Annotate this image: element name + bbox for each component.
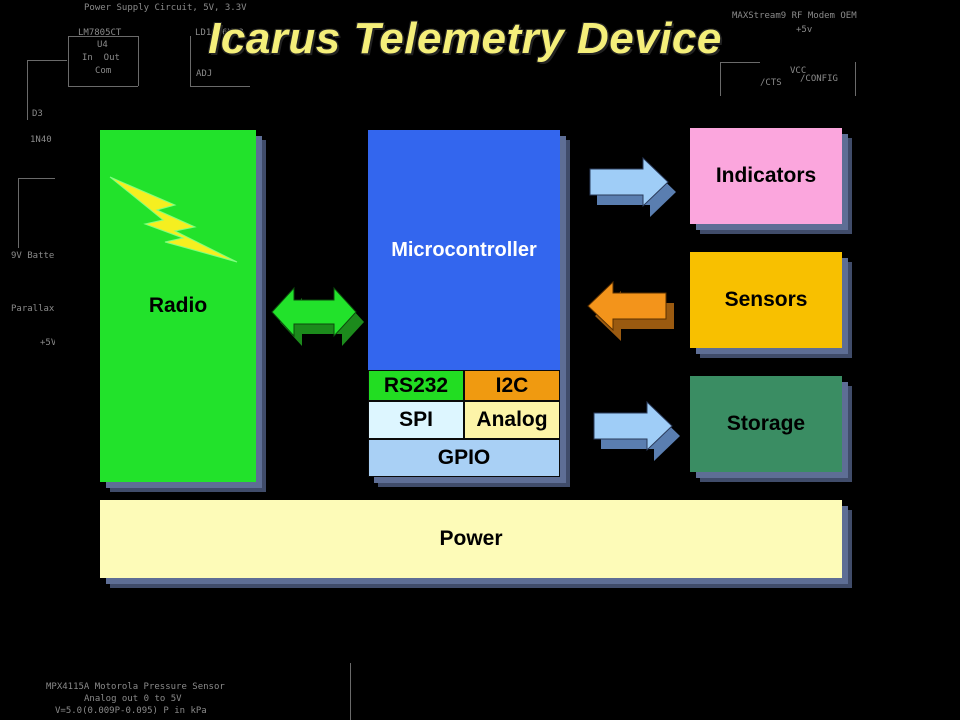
spi-label: SPI [399, 408, 433, 431]
microcontroller-block: Microcontroller [368, 130, 560, 370]
rs232-block: RS232 [368, 370, 464, 401]
indicators-label: Indicators [715, 164, 817, 187]
right-arrow-icon [589, 156, 676, 217]
schematic-parallax-label: Parallax [11, 304, 55, 314]
power-block: Power [100, 500, 842, 578]
schematic-wire [68, 36, 69, 86]
schematic-pressure-label-1: MPX4115A Motorola Pressure Sensor [46, 682, 225, 692]
schematic-wire [350, 662, 351, 720]
analog-block: Analog [464, 401, 560, 439]
right-arrow-icon [593, 400, 680, 461]
schematic-wire [190, 36, 191, 86]
schematic-battery-label: 9V Batte [11, 251, 55, 261]
schematic-pressure-label-3: V=5.0(0.009P-0.095) P in kPa [55, 706, 207, 716]
schematic-wire [27, 60, 28, 120]
schematic-modem-label: MAXStream9 RF Modem OEM [732, 11, 857, 21]
schematic-wire [855, 62, 856, 96]
schematic-config-label: /CONFIG [800, 74, 838, 84]
schematic-wire [138, 36, 139, 86]
schematic-ld-label: LD1086V33 [195, 28, 244, 38]
microcontroller-label: Microcontroller [391, 238, 537, 261]
schematic-power-label: Power Supply Circuit, 5V, 3.3V [84, 3, 247, 13]
left-arrow-icon [587, 280, 674, 341]
schematic-wire [27, 60, 67, 61]
indicators-block: Indicators [690, 128, 842, 224]
caption-line-2: Team Daedalus [401, 627, 534, 648]
sensors-block: Sensors [690, 252, 842, 348]
schematic-com-label: Com [95, 66, 112, 76]
schematic-lm7805-label: LM7805CT [78, 28, 122, 38]
schematic-cts-label: /CTS [760, 78, 782, 88]
schematic-inout-label: In Out [82, 53, 120, 63]
diagram-caption: Icarus III Telemetry System – Collapsed … [55, 602, 880, 650]
storage-block: Storage [690, 376, 842, 472]
schematic-d3-label: D3 [32, 109, 43, 119]
schematic-wire [720, 62, 721, 96]
schematic-u4-label: U4 [97, 40, 108, 50]
i2c-label: I2C [495, 373, 529, 397]
schematic-wire [68, 36, 138, 37]
schematic-wire [190, 86, 250, 87]
radio-label: Radio [148, 294, 208, 317]
schematic-wire [18, 178, 19, 248]
lightning-icon [109, 176, 238, 263]
storage-label: Storage [726, 412, 806, 435]
gpio-label: GPIO [437, 446, 491, 469]
schematic-plus5-label: +5V [40, 338, 57, 348]
schematic-vcc-label: VCC [790, 66, 807, 76]
gpio-block: GPIO [368, 439, 560, 477]
schematic-diode-label: 1N40 [30, 135, 52, 145]
sensors-label: Sensors [724, 288, 808, 311]
i2c-block: I2C [464, 370, 560, 401]
double-arrow-icon [271, 286, 364, 346]
schematic-plus5v-label: +5v [796, 25, 813, 35]
power-label: Power [439, 527, 503, 550]
page-title: Icarus Telemetry Device [208, 14, 722, 63]
analog-label: Analog [476, 408, 548, 431]
schematic-adj-label: ADJ [196, 69, 213, 79]
schematic-wire [68, 86, 138, 87]
spi-block: SPI [368, 401, 464, 439]
schematic-wire [18, 178, 56, 179]
schematic-pressure-label-2: Analog out 0 to 5V [84, 694, 182, 704]
rs232-label: RS232 [383, 373, 449, 397]
caption-line-1: Icarus III Telemetry System – Collapsed … [204, 603, 731, 624]
schematic-wire [720, 62, 760, 63]
